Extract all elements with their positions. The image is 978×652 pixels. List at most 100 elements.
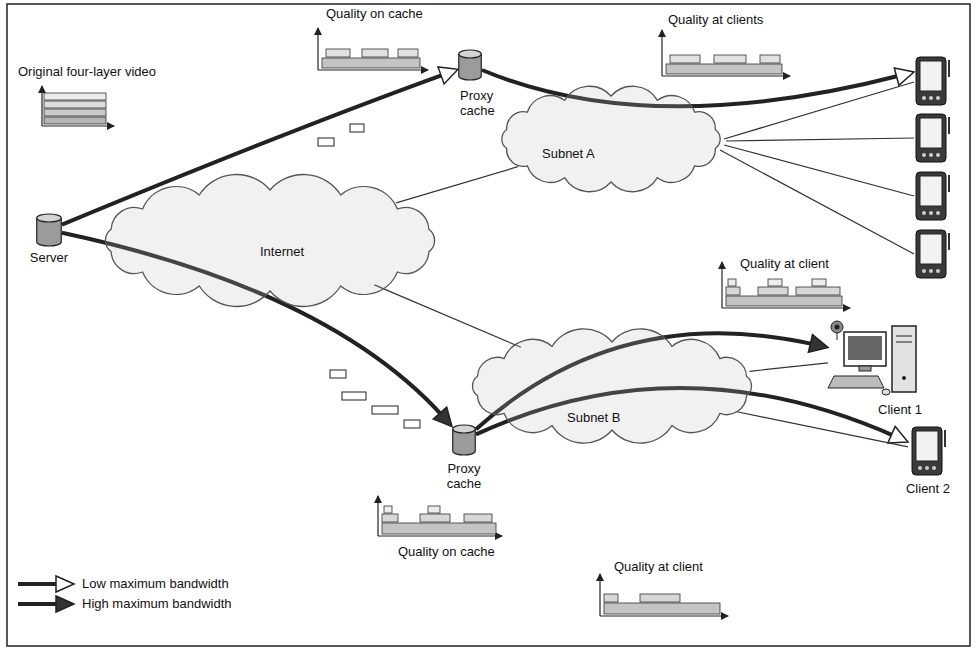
subnet-link-part <box>720 150 914 254</box>
network-link <box>396 167 518 203</box>
data-packet-part <box>372 406 398 414</box>
data-packet-part <box>342 392 366 400</box>
arrow-head <box>888 427 908 443</box>
layer-chart-part <box>44 117 106 124</box>
client-pda-outline-part <box>912 427 945 475</box>
layer-chart-part <box>670 55 700 63</box>
client-computer-outline <box>828 318 920 398</box>
layer-chart <box>378 496 502 536</box>
pda-client-part <box>916 57 949 105</box>
connector-line <box>396 167 518 203</box>
layer-chart-part <box>604 594 618 602</box>
layer-chart-part <box>726 287 740 295</box>
client-computer-outline-part <box>848 336 882 360</box>
pda-client <box>916 57 949 278</box>
legend-text: Low maximum bandwidth <box>82 576 229 591</box>
chart-title: Quality on cache <box>326 6 423 21</box>
client-computer-outline-part <box>896 342 912 343</box>
legend-sample-part <box>18 582 60 586</box>
server-icon: Server <box>36 214 62 246</box>
client-pda-outline <box>908 425 948 477</box>
layer-chart-part <box>728 279 736 286</box>
arrow-head <box>808 335 828 353</box>
data-packet-part <box>318 138 334 146</box>
client-computer-outline-part <box>828 376 884 388</box>
node-label: Proxy cache <box>444 461 484 491</box>
pda-client-part <box>916 230 949 278</box>
layer-chart-part <box>378 535 502 536</box>
layer-chart-part <box>384 506 392 513</box>
layer-chart-part <box>41 86 42 126</box>
layer-chart-part <box>362 49 388 57</box>
layer-chart-part <box>760 55 780 63</box>
proxy-cache-icon-outline-part <box>453 425 476 433</box>
layer-chart <box>42 86 114 126</box>
proxy-cache-icon-outline-part <box>459 50 482 58</box>
subnet-link <box>720 82 914 254</box>
figure-frame <box>7 4 970 646</box>
client-computer: Client 1 <box>828 318 920 398</box>
node-label: Proxy cache <box>460 88 500 118</box>
layer-chart-part <box>382 523 496 534</box>
layer-chart-part <box>317 28 318 70</box>
layer-chart-part <box>662 75 790 76</box>
network-cloud: Subnet B <box>462 330 762 442</box>
proxy-cache-icon-outline <box>452 425 476 455</box>
network-cloud: Internet <box>95 178 445 303</box>
layer-chart-part <box>322 58 420 68</box>
chart-title: Quality at client <box>740 256 829 271</box>
network-label: Internet <box>260 244 304 259</box>
client-computer-outline-part <box>882 389 890 395</box>
subnet-link-part <box>724 82 914 139</box>
layer-chart-part <box>812 279 826 286</box>
layer-chart <box>600 574 728 616</box>
network-link <box>374 285 521 347</box>
layer-chart-part <box>768 279 782 286</box>
layer-chart-part <box>640 594 680 602</box>
subnet-link-part <box>724 145 914 196</box>
layer-chart-part <box>44 109 106 116</box>
layer-chart-part <box>42 125 114 126</box>
layer-chart-part <box>600 615 728 616</box>
client-computer-outline-part <box>837 333 838 340</box>
network-cloud: Subnet A <box>492 84 730 194</box>
layer-chart-part <box>599 574 600 616</box>
client-computer-outline-part <box>831 321 843 333</box>
layer-chart-part <box>44 93 106 100</box>
layer-chart-part <box>661 30 662 76</box>
layer-chart-part <box>318 69 428 70</box>
layer-chart-part <box>721 262 722 308</box>
legend-sample-part <box>18 602 60 606</box>
node-label: Server <box>30 250 68 265</box>
layer-chart-part <box>326 49 350 57</box>
node-label: Client 2 <box>906 481 950 496</box>
arrow-head <box>438 67 458 84</box>
layer-chart-part <box>420 514 450 522</box>
pda-client-part <box>916 114 949 162</box>
legend-sample-part <box>56 576 74 592</box>
client-computer-outline-part <box>835 325 840 330</box>
layer-chart-part <box>382 514 398 522</box>
network-cloud-outline <box>95 178 445 303</box>
network-cloud-outline <box>462 330 762 442</box>
arrow-head <box>433 407 452 427</box>
network-label: Subnet B <box>567 410 621 425</box>
layer-chart-part <box>758 287 788 295</box>
chart-title: Original four-layer video <box>18 64 156 79</box>
proxy-cache-icon: Proxy cache <box>452 425 476 455</box>
legend-sample <box>18 576 74 612</box>
client-computer-outline-part <box>859 366 871 371</box>
network-cloud-outline-part <box>502 86 720 191</box>
layer-chart <box>662 30 790 76</box>
node-label: Client 1 <box>878 402 922 417</box>
client-computer-outline-part <box>896 336 912 337</box>
proxy-cache-icon: Proxy cache <box>458 50 482 80</box>
legend-text: High maximum bandwidth <box>82 596 232 611</box>
chart-title: Quality at clients <box>668 12 763 27</box>
layer-chart <box>318 28 428 70</box>
layer-chart-part <box>796 287 840 295</box>
layer-chart-part <box>604 603 720 614</box>
layer-chart-part <box>377 496 378 536</box>
data-packet-part <box>350 124 364 132</box>
